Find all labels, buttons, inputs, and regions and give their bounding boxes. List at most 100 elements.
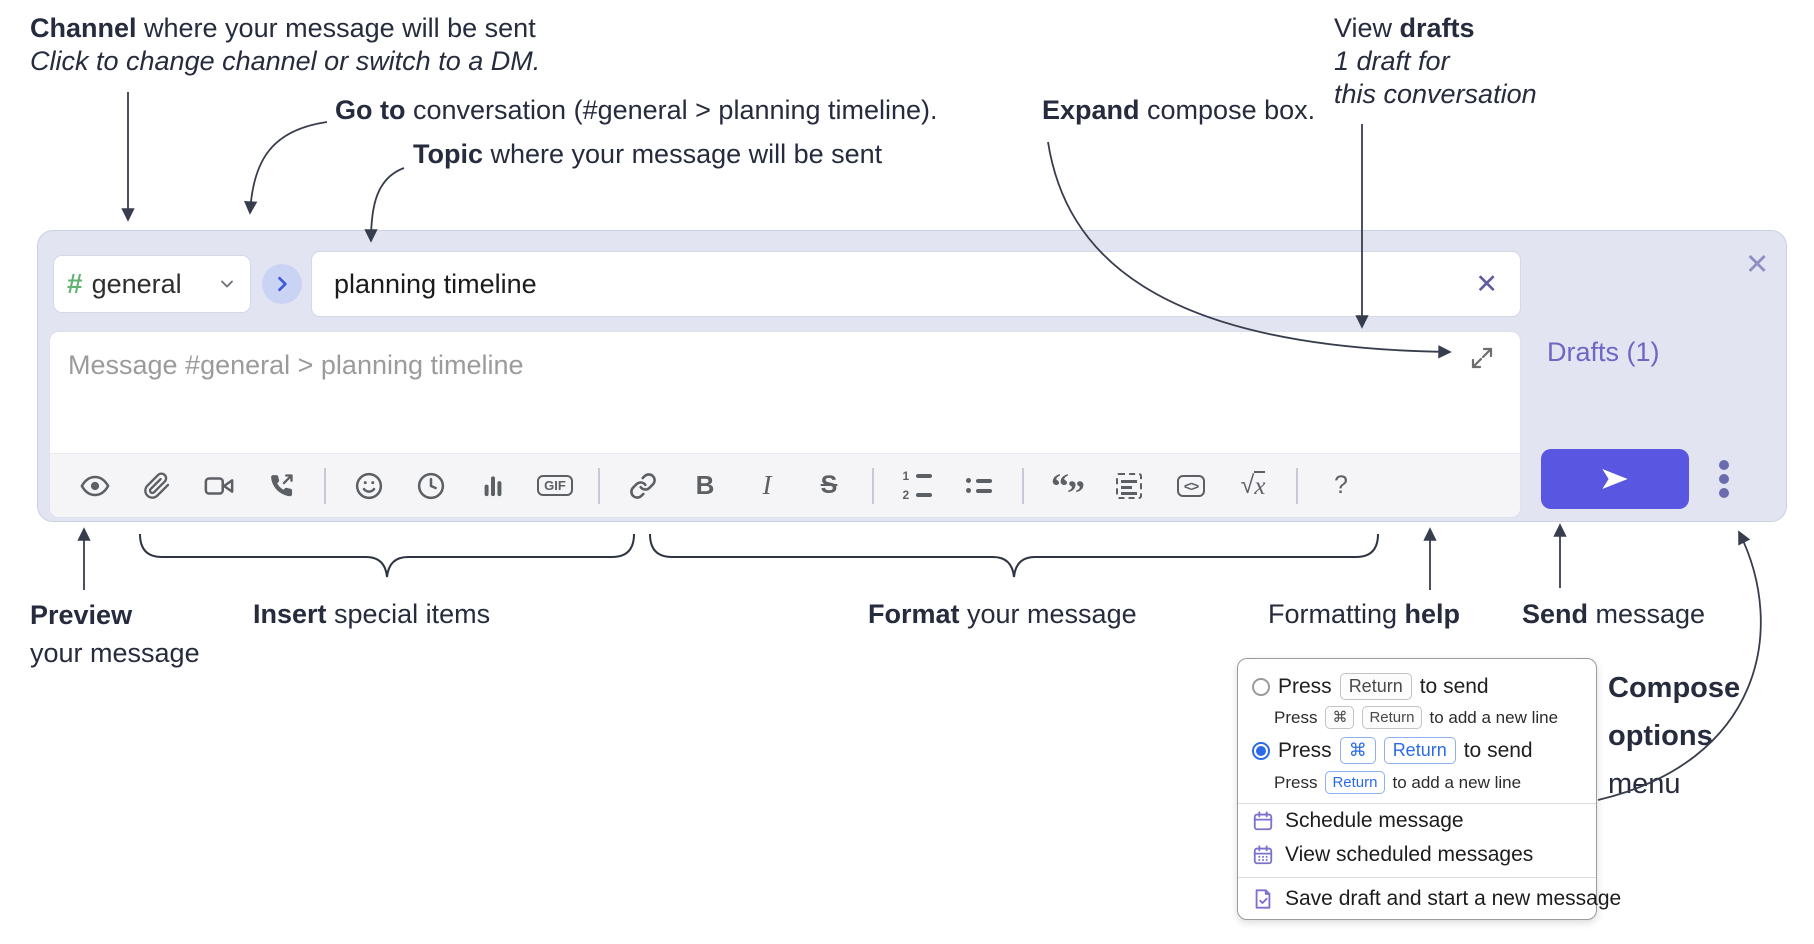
option1-pre: Press [1278, 674, 1332, 698]
attach-file-icon[interactable] [126, 462, 188, 510]
help-label: ? [1334, 471, 1348, 499]
annotation-insert: Insert special items [253, 598, 490, 631]
view-scheduled-messages-label: View scheduled messages [1285, 843, 1534, 866]
annotation-formatting-help: Formatting help [1268, 598, 1460, 631]
strikethrough-icon[interactable]: S [798, 462, 860, 510]
annotation-formatting-help-bold: help [1404, 599, 1461, 629]
numbered-list-icon[interactable]: 1 2 [886, 462, 948, 510]
quote-close: ” [1067, 472, 1085, 513]
annotation-format-rest: your message [959, 599, 1137, 629]
drafts-link[interactable]: Drafts (1) [1547, 337, 1660, 367]
toolbar-divider [1010, 462, 1036, 510]
schedule-clock-icon[interactable] [400, 462, 462, 510]
radio-unselected-icon[interactable] [1252, 677, 1270, 696]
toolbar-divider [312, 462, 338, 510]
spoiler-icon[interactable] [1098, 462, 1160, 510]
bold-icon[interactable]: B [674, 462, 736, 510]
option1-sub-post: to add a new line [1429, 707, 1559, 727]
view-scheduled-messages-item[interactable]: View scheduled messages [1252, 843, 1533, 867]
cmd-key: ⌘ [1325, 706, 1355, 729]
math-icon[interactable]: √x [1222, 462, 1284, 510]
annotation-compose-options-line1: Compose [1608, 672, 1741, 704]
formatting-help-icon[interactable]: ? [1310, 462, 1372, 510]
annotation-view-drafts-line2: 1 draft for [1334, 46, 1450, 76]
channel-name: general [91, 268, 182, 299]
italic-label: I [762, 470, 772, 500]
code-icon[interactable]: <> [1160, 462, 1222, 510]
return-key: Return [1383, 737, 1456, 764]
annotation-go-to-rest: conversation (#general > planning timeli… [405, 95, 938, 125]
emoji-icon[interactable] [338, 462, 400, 510]
annotation-insert-bold: Insert [253, 599, 327, 629]
return-key: Return [1362, 706, 1422, 729]
annotation-topic: Topic where your message will be sent [413, 138, 882, 171]
voice-call-icon[interactable] [250, 462, 312, 510]
code-label: <> [1176, 474, 1206, 497]
option1-post: to send [1419, 674, 1489, 698]
annotation-view-drafts-line3: this conversation [1334, 79, 1537, 109]
annotation-topic-bold: Topic [413, 139, 483, 169]
schedule-message-label: Schedule message [1285, 809, 1464, 832]
sqrt-x: x [1254, 470, 1266, 500]
video-call-icon[interactable] [188, 462, 250, 510]
link-icon[interactable] [612, 462, 674, 510]
close-compose-icon[interactable]: ✕ [1745, 249, 1770, 281]
quote-open: “ [1051, 465, 1069, 506]
annotation-expand-rest: compose box. [1139, 95, 1316, 125]
return-key: Return [1339, 673, 1412, 700]
save-draft-item[interactable]: Save draft and start a new message [1252, 887, 1621, 911]
strike-label: S [820, 471, 838, 499]
option1-sub-pre: Press [1274, 707, 1318, 727]
annotation-format: Format your message [868, 598, 1137, 631]
save-draft-label: Save draft and start a new message [1285, 887, 1622, 910]
bulleted-list-icon[interactable] [948, 462, 1010, 510]
annotation-go-to: Go to conversation (#general > planning … [335, 94, 938, 127]
gif-icon[interactable]: GIF [524, 462, 586, 510]
preview-eye-icon[interactable] [64, 462, 126, 510]
annotation-channel-line1: Channel where your message will be sent [30, 12, 540, 45]
send-icon [1602, 469, 1628, 489]
dot [1719, 474, 1729, 484]
poll-chart-icon[interactable] [462, 462, 524, 510]
clear-topic-icon[interactable]: ✕ [1475, 268, 1498, 299]
annotation-preview: Preview your message [30, 596, 200, 672]
option2-pre: Press [1278, 738, 1332, 762]
send-button[interactable] [1541, 449, 1689, 509]
channel-hash-icon: # [67, 268, 83, 299]
option2-post: to send [1463, 738, 1533, 762]
send-option-cmd-return-sub: Press Return to add a new line [1274, 771, 1521, 794]
annotation-expand-bold: Expand [1042, 95, 1140, 125]
send-option-return-sub: Press ⌘ Return to add a new line [1274, 706, 1558, 729]
cmd-key: ⌘ [1339, 737, 1376, 764]
channel-selector[interactable]: # general [53, 255, 251, 313]
annotation-preview-bold: Preview [30, 600, 133, 630]
annotation-channel-bold: Channel [30, 13, 137, 43]
quote-icon[interactable]: “” [1036, 462, 1098, 513]
send-option-return[interactable]: Press Return to send [1252, 673, 1489, 700]
send-option-cmd-return[interactable]: Press ⌘ Return to send [1252, 737, 1533, 764]
popup-divider [1238, 803, 1596, 804]
toolbar-divider [586, 462, 612, 510]
topic-value: planning timeline [334, 268, 537, 299]
annotation-format-bold: Format [868, 599, 960, 629]
draft-document-icon [1255, 889, 1271, 909]
compose-options-menu-button[interactable] [1719, 460, 1729, 498]
message-input[interactable]: Message #general > planning timeline [49, 331, 1521, 518]
radio-selected-icon[interactable] [1252, 741, 1270, 760]
calendar-icon [1253, 811, 1273, 831]
annotation-send-rest: message [1588, 599, 1706, 629]
annotation-send-bold: Send [1522, 599, 1589, 629]
dot [1719, 488, 1729, 498]
chevron-down-icon [217, 274, 237, 294]
bold-label: B [695, 470, 715, 500]
italic-icon[interactable]: I [736, 462, 798, 510]
go-to-conversation-button[interactable] [262, 264, 302, 304]
expand-compose-icon[interactable] [1470, 346, 1494, 370]
topic-input[interactable]: planning timeline ✕ [311, 251, 1521, 317]
schedule-message-item[interactable]: Schedule message [1252, 809, 1464, 833]
annotation-topic-rest: where your message will be sent [483, 139, 883, 169]
chevron-right-icon [278, 276, 287, 292]
option2-sub-pre: Press [1274, 772, 1318, 792]
annotation-view-drafts-bold: drafts [1399, 13, 1475, 43]
